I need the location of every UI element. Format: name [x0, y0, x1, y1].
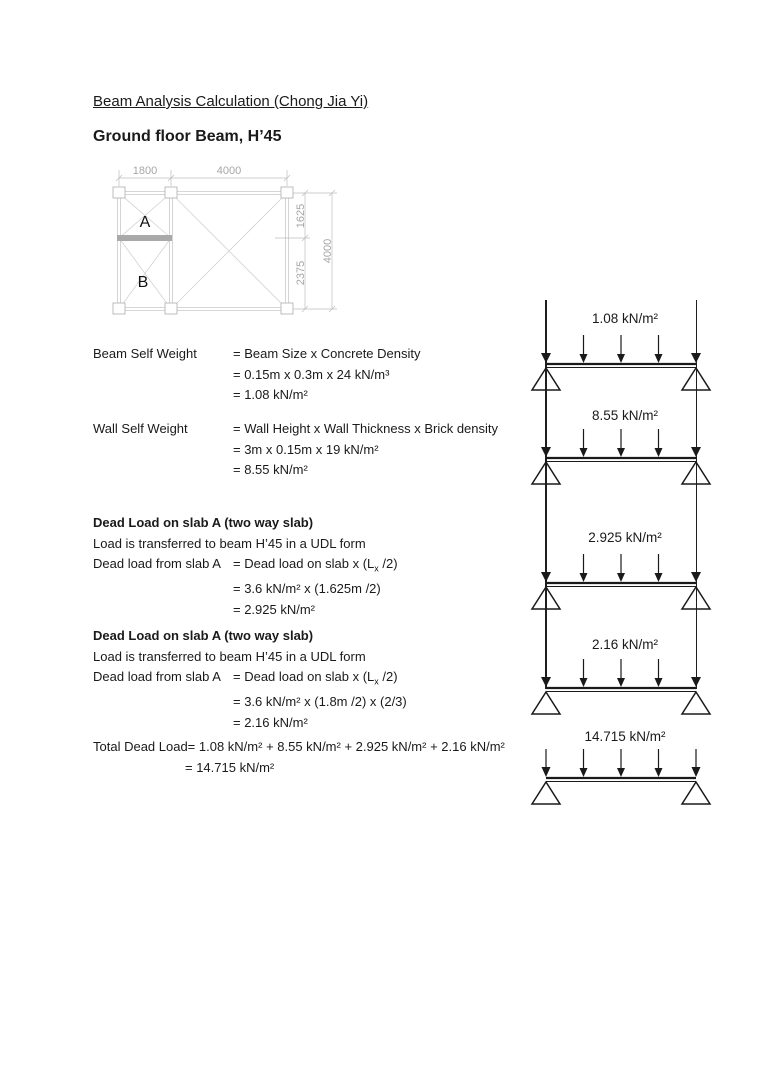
dead-load-section-2: Dead Load on slab A (two way slab) Load … — [93, 626, 407, 733]
dim-4000-right: 4000 — [322, 239, 334, 263]
section-heading: Dead Load on slab A (two way slab) — [93, 515, 314, 530]
pin-supports — [530, 366, 712, 391]
udl-label-2: 8.55 kN/m² — [591, 408, 659, 423]
udl-arrowheads — [579, 354, 663, 363]
dim-4000-top: 4000 — [217, 165, 241, 177]
dead-load-label: Dead load from slab A — [93, 669, 221, 684]
calc-line: = Wall Height x Wall Thickness x Brick d… — [233, 421, 499, 436]
plan-slab-labels: A B — [138, 214, 151, 291]
udl-arrowheads — [541, 767, 701, 777]
beam-line — [546, 581, 696, 587]
total-line-1: Total Dead Load= 1.08 kN/m² + 8.55 kN/m²… — [93, 739, 505, 754]
section-subheading: Load is transferred to beam H’45 in a UD… — [93, 535, 366, 551]
wall-self-weight-section: Wall Self Weight = Wall Height x Wall Th… — [93, 419, 498, 481]
calc-line: = 3m x 0.15m x 19 kN/m² — [233, 441, 379, 457]
formula-sub-x: x — [374, 676, 379, 687]
udl-label-3: 2.925 kN/m² — [588, 530, 662, 545]
dead-load-label: Dead load from slab A — [93, 556, 221, 571]
dead-load-section-1: Dead Load on slab A (two way slab) Load … — [93, 513, 398, 620]
end-load-arrowheads — [541, 447, 701, 457]
beam-line — [546, 456, 696, 462]
highlighted-beam-h45 — [117, 235, 172, 241]
formula-post: /2) — [378, 669, 398, 684]
plan-dimension-lines — [115, 170, 337, 313]
wall-self-weight-label: Wall Self Weight — [93, 421, 188, 436]
formula-line: = Dead load on slab x (Lx /2) — [233, 667, 407, 692]
calc-line: = 3.6 kN/m² x (1.8m /2) x (2/3) — [233, 694, 407, 710]
section-subheading: Load is transferred to beam H’45 in a UD… — [93, 648, 366, 664]
load-line-right — [695, 300, 697, 689]
calc-line: = 3.6 kN/m² x (1.625m /2) — [233, 581, 381, 597]
end-load-arrowheads — [541, 572, 701, 582]
udl-arrows — [582, 554, 660, 574]
end-load-arrowheads — [541, 353, 701, 363]
udl-arrowheads — [579, 678, 663, 687]
udl-label-4: 2.16 kN/m² — [591, 637, 659, 652]
pin-supports — [530, 690, 712, 715]
calc-line: = 0.15m x 0.3m x 24 kN/m³ — [233, 366, 390, 382]
slab-a-label: A — [140, 214, 151, 231]
end-load-arrowheads — [541, 677, 701, 687]
plan-grid-lines — [117, 191, 289, 311]
udl-arrowheads — [579, 448, 663, 457]
beam-diagram-3 — [530, 554, 712, 610]
dim-1625: 1625 — [295, 204, 307, 228]
page-title: Beam Analysis Calculation (Chong Jia Yi) — [93, 93, 369, 110]
formula-post: /2) — [378, 556, 398, 571]
plan-columns — [112, 186, 294, 315]
beam-diagram-4 — [530, 659, 712, 715]
pin-supports — [530, 585, 712, 610]
beam-diagrams-column: 1.08 kN/m² 8.55 kN/m² — [520, 295, 768, 820]
pin-supports — [530, 780, 712, 805]
plan-dimension-labels: 1800 4000 1625 2375 4000 — [133, 165, 334, 285]
slab-b-label: B — [138, 274, 149, 291]
formula-pre: = Dead load on slab x (L — [233, 556, 375, 571]
formula-pre: = Dead load on slab x (L — [233, 669, 375, 684]
beam-diagram-5 — [530, 749, 712, 805]
udl-arrows — [582, 429, 660, 449]
udl-label-1: 1.08 kN/m² — [591, 311, 659, 326]
beam-diagram-1 — [530, 335, 712, 391]
beam-line — [546, 776, 696, 782]
floor-plan: 1800 4000 1625 2375 4000 A B — [112, 165, 337, 315]
udl-arrows — [582, 335, 660, 355]
page-subtitle: Ground floor Beam, H’45 — [93, 128, 282, 145]
calc-line: = 2.925 kN/m² — [233, 601, 316, 617]
udl-arrowheads — [579, 573, 663, 582]
calc-line: = 8.55 kN/m² — [233, 462, 308, 477]
formula-sub-x: x — [374, 563, 379, 574]
calc-line: = Beam Size x Concrete Density — [233, 346, 421, 361]
section-heading: Dead Load on slab A (two way slab) — [93, 628, 314, 643]
dim-2375: 2375 — [295, 261, 307, 285]
calc-line: = 2.16 kN/m² — [233, 714, 308, 730]
beam-self-weight-label: Beam Self Weight — [93, 346, 197, 361]
load-line-left — [545, 300, 547, 689]
formula-line: = Dead load on slab x (Lx /2) — [233, 554, 398, 579]
udl-arrows — [545, 749, 697, 769]
beam-diagram-2 — [530, 429, 712, 485]
beam-line — [546, 362, 696, 368]
udl-arrows — [582, 659, 660, 679]
total-line-2: = 14.715 kN/m² — [185, 759, 275, 775]
total-dead-load-section: Total Dead Load= 1.08 kN/m² + 8.55 kN/m²… — [93, 737, 505, 778]
udl-label-5: 14.715 kN/m² — [584, 729, 666, 744]
beam-line — [546, 686, 696, 692]
beam-self-weight-section: Beam Self Weight = Beam Size x Concrete … — [93, 344, 421, 406]
calc-line: = 1.08 kN/m² — [233, 387, 308, 402]
pin-supports — [530, 460, 712, 485]
plan-slab-diagonals — [118, 192, 288, 310]
dim-1800: 1800 — [133, 165, 157, 177]
